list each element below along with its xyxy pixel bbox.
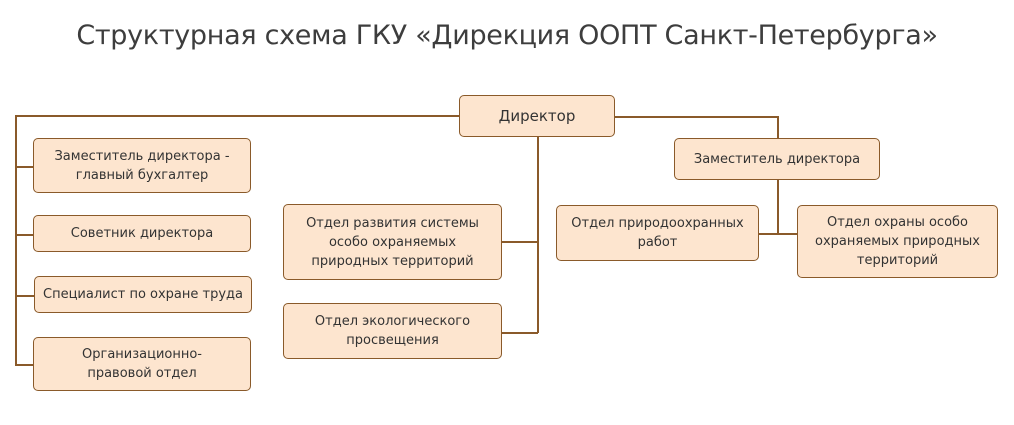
connector — [537, 137, 539, 333]
connector — [777, 116, 779, 138]
node-labor-safety: Специалист по охране труда — [34, 276, 252, 313]
diagram-title: Структурная схема ГКУ «Дирекция ООПТ Сан… — [76, 20, 938, 51]
node-conservation-works: Отдел природоохранных работ — [556, 205, 759, 261]
connector — [615, 116, 779, 118]
connector — [15, 166, 33, 168]
node-pa-system-dev: Отдел развития системы особо охраняемых … — [283, 204, 502, 280]
connector — [15, 115, 459, 117]
connector — [15, 364, 33, 366]
node-deputy-director: Заместитель директора — [674, 138, 880, 180]
connector — [501, 241, 538, 243]
node-pa-protection: Отдел охраны особо охраняемых природных … — [797, 205, 998, 278]
node-legal-dept: Организационно-правовой отдел — [33, 337, 251, 391]
connector — [501, 332, 538, 334]
node-director: Директор — [459, 95, 615, 137]
connector — [15, 295, 34, 297]
connector — [777, 180, 779, 234]
node-deputy-accountant: Заместитель директора - главный бухгалте… — [33, 138, 251, 193]
node-eco-education: Отдел экологического просвещения — [283, 303, 502, 359]
connector — [15, 115, 17, 365]
node-advisor: Советник директора — [33, 215, 251, 252]
connector — [15, 234, 33, 236]
connector — [759, 233, 797, 235]
